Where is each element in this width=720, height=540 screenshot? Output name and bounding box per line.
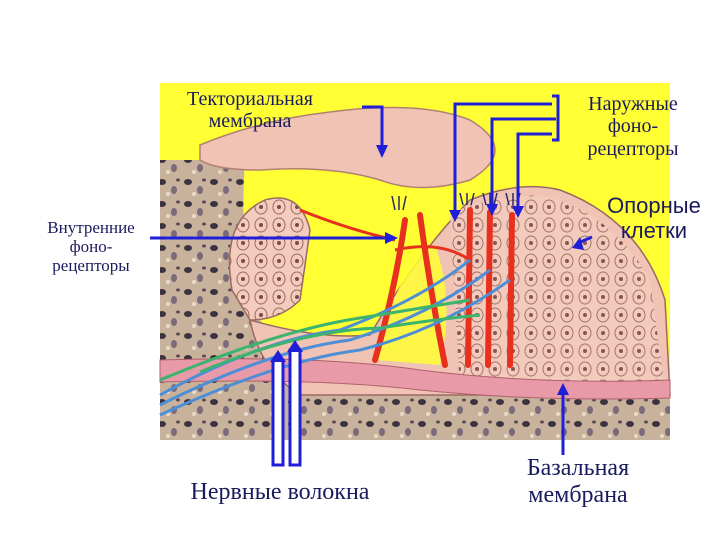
arrows [150, 94, 593, 455]
label-line: рецепторы [52, 256, 130, 276]
basilar-membrane [159, 358, 671, 400]
label-line: фоно- [607, 115, 659, 138]
arrow-outer-receptor-3 [516, 132, 552, 208]
lower-bone [160, 395, 670, 440]
arrow-outer-receptor-1 [453, 102, 552, 212]
label-inner-receptors: Внутренние фоно- рецепторы [28, 218, 154, 275]
label-line: мембрана [528, 481, 628, 508]
arrowheads [376, 145, 584, 395]
label-line: Внутренние [47, 218, 135, 237]
label-line: Нервные волокна [190, 479, 370, 505]
nerve-fibers-green [159, 298, 481, 382]
label-line: фоно- [69, 237, 113, 257]
label-line: Текториальная [187, 88, 313, 110]
label-nerve-fibers: Нервные волокна [145, 479, 415, 506]
pillar-cells [372, 207, 515, 368]
outer-bracket [552, 94, 560, 142]
label-line: Базальная [526, 455, 630, 481]
hair-bundles [391, 192, 521, 211]
label-basal-membrane: Базальная мембрана [488, 455, 668, 509]
label-line: клетки [620, 217, 688, 243]
outer-cell-column [450, 195, 665, 390]
label-tectorial-membrane: Текториальная мембрана [150, 88, 350, 133]
label-line: Наружные [588, 93, 678, 115]
label-line: рецепторы [587, 137, 679, 160]
tectorial-membrane [199, 106, 496, 189]
label-support-cells: Опорные клетки [588, 193, 720, 243]
label-line: Опорные [607, 193, 701, 218]
label-line: мембрана [208, 110, 292, 133]
label-outer-receptors: Наружные фоно- рецепторы [558, 93, 708, 160]
arrow-outer-receptor-2 [490, 117, 556, 206]
arrow-tectorial-membrane [362, 105, 384, 145]
